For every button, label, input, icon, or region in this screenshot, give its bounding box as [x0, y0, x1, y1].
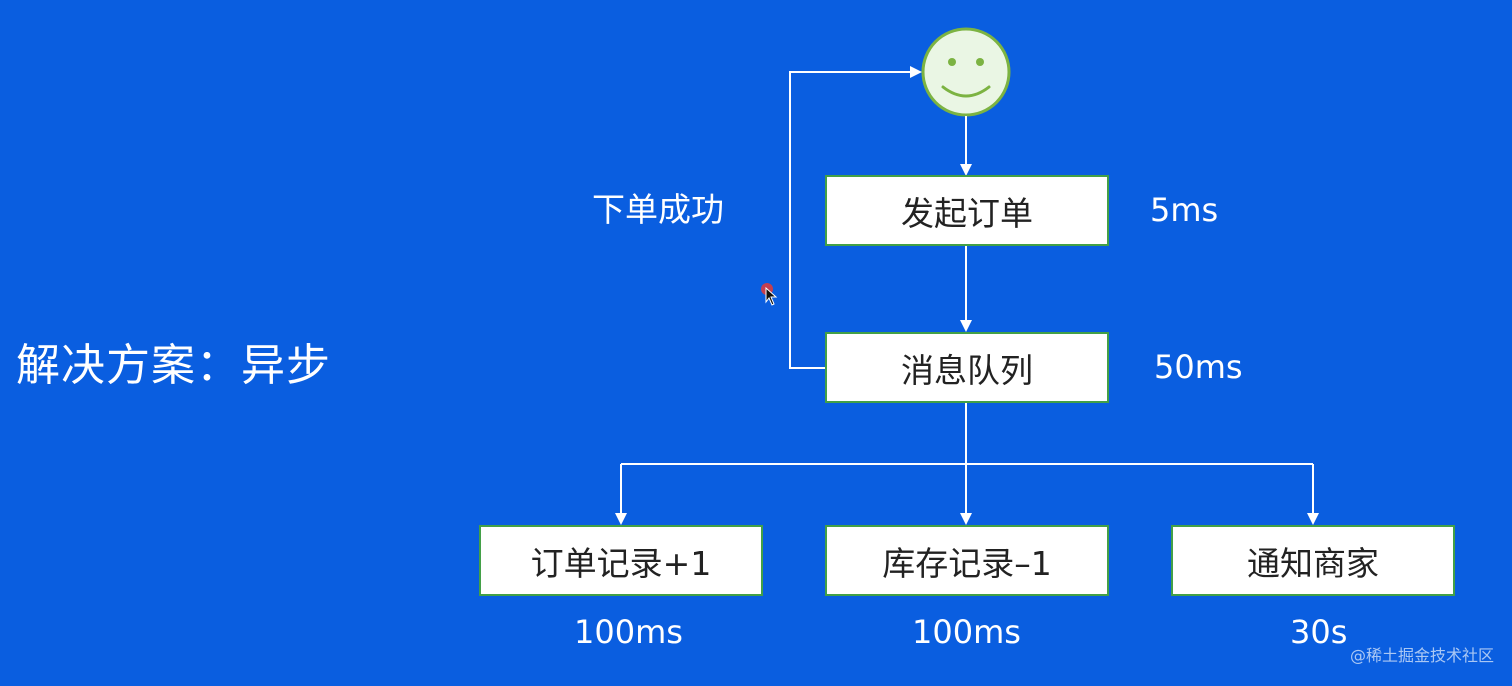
- node-stock-record-label: 库存记录–1: [882, 543, 1052, 583]
- node-start-order-time: 5ms: [1150, 191, 1219, 229]
- return-arrow: [789, 66, 922, 369]
- node-order-record: 订单记录+1: [479, 525, 763, 596]
- watermark: @稀土掘金技术社区: [1349, 646, 1494, 665]
- mouse-cursor-icon: [761, 283, 778, 306]
- node-order-record-time: 100ms: [574, 613, 683, 651]
- node-start-order: 发起订单: [825, 175, 1109, 246]
- node-stock-record: 库存记录–1: [825, 525, 1109, 596]
- node-message-queue: 消息队列: [825, 332, 1109, 403]
- return-label: 下单成功: [592, 190, 724, 229]
- node-message-queue-time: 50ms: [1154, 348, 1243, 386]
- node-notify-merchant-time: 30s: [1290, 613, 1348, 651]
- page-title: 解决方案：异步: [16, 340, 331, 391]
- node-notify-merchant: 通知商家: [1171, 525, 1455, 596]
- node-message-queue-label: 消息队列: [901, 350, 1033, 390]
- node-start-order-label: 发起订单: [901, 193, 1033, 233]
- node-order-record-label: 订单记录+1: [530, 543, 712, 583]
- node-stock-record-time: 100ms: [912, 613, 1021, 651]
- smiley-icon: [921, 27, 1011, 117]
- node-notify-merchant-label: 通知商家: [1247, 543, 1379, 583]
